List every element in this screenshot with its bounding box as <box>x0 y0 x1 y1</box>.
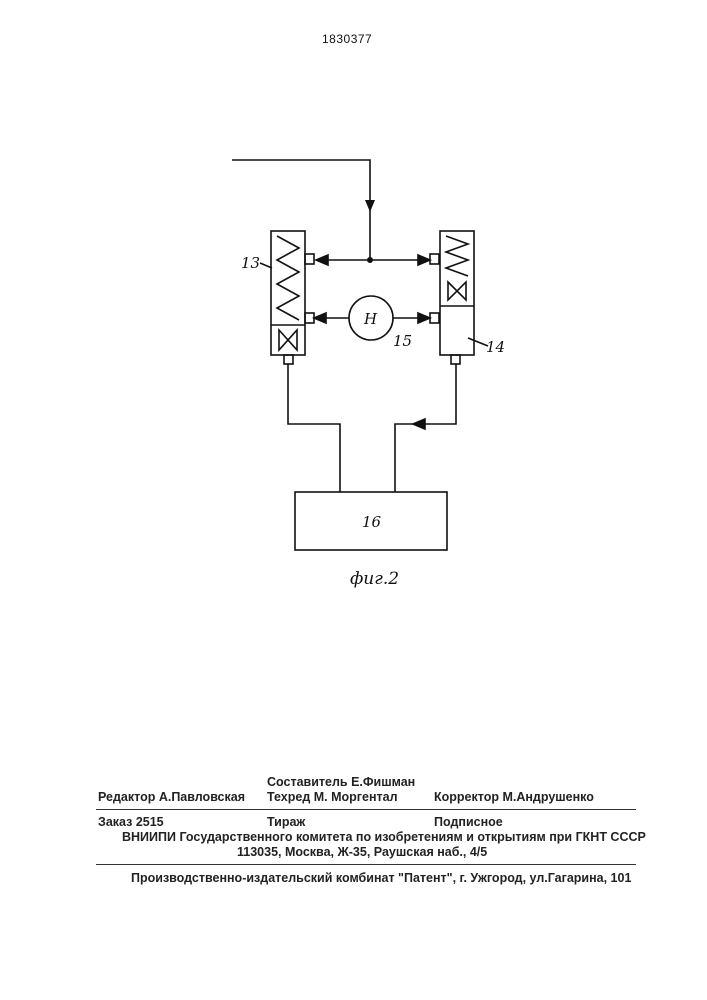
link-arrow-left <box>316 255 328 265</box>
junction-dot <box>368 258 372 262</box>
unit-14-valve <box>448 282 466 300</box>
unit-13-body <box>271 231 305 355</box>
subscription-label: Подписное <box>434 815 503 829</box>
order-number: Заказ 2515 <box>98 815 164 829</box>
return-line-left <box>288 364 340 492</box>
address-line: 113035, Москва, Ж-35, Раушская наб., 4/5 <box>237 845 487 859</box>
organization-line: ВНИИПИ Государственного комитета по изоб… <box>122 830 646 844</box>
compiler-credit: Составитель Е.Фишман <box>267 775 415 789</box>
supply-arrow <box>365 200 375 212</box>
pump-arrow-left <box>314 313 326 323</box>
footer-rule-bottom <box>96 864 636 865</box>
techred-credit: Техред М. Моргентал <box>267 790 398 804</box>
pump-symbol: Н <box>363 310 378 328</box>
return-arrow <box>413 419 425 429</box>
unit-14-label: 14 <box>486 338 505 356</box>
unit-13-label: 13 <box>241 254 260 272</box>
leader-14 <box>468 338 488 346</box>
block-16-label: 16 <box>362 513 382 531</box>
unit-14-port-top <box>430 254 439 264</box>
unit-14-coil <box>446 236 468 276</box>
publisher-line: Производственно-издательский комбинат "П… <box>131 871 631 885</box>
corrector-credit: Корректор М.Андрушенко <box>434 790 594 804</box>
unit-13-coil <box>277 236 299 320</box>
unit-13-valve <box>279 330 297 350</box>
unit-13-port-bottom <box>284 355 293 364</box>
supply-line <box>232 160 370 260</box>
link-arrow-right <box>418 255 430 265</box>
circulation-label: Тираж <box>267 815 305 829</box>
unit-13-port-top <box>305 254 314 264</box>
pump-arrow-right <box>418 313 430 323</box>
unit-14-port-bottom <box>451 355 460 364</box>
pump-15-label: 15 <box>393 332 412 350</box>
editor-credit: Редактор А.Павловская <box>98 790 245 804</box>
figure-caption: фиг.2 <box>350 569 399 589</box>
footer-rule-top <box>96 809 636 810</box>
unit-14-body <box>440 231 474 355</box>
